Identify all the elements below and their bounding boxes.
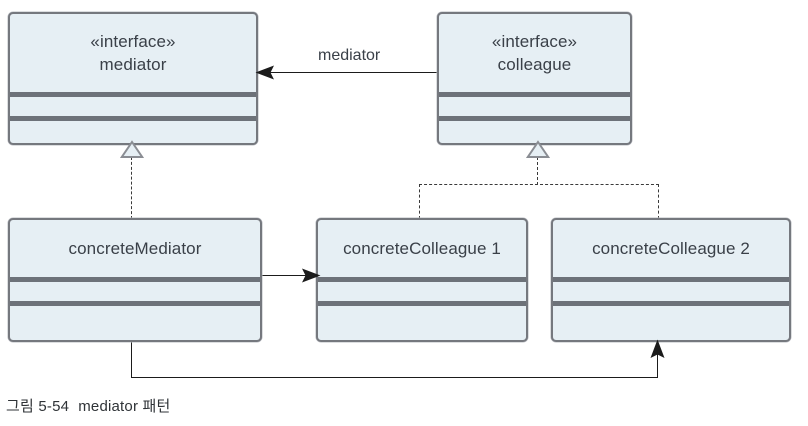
association-line-mediator-bottom-drop [131, 342, 132, 378]
arrowhead-left-mediator [255, 65, 274, 80]
edge-label-mediator: mediator [318, 47, 381, 64]
compartment-divider [439, 92, 630, 97]
class-name: mediator [99, 55, 167, 74]
arrowhead-right-concreteColleague1 [302, 268, 321, 283]
figure-title: mediator 패턴 [78, 398, 171, 415]
class-attributes-compartment [439, 97, 630, 116]
figure-caption: 그림 5-54 mediator 패턴 [6, 396, 171, 418]
class-box-concrete-colleague-2[interactable]: concreteColleague 2 [551, 218, 791, 342]
class-stereotype: «interface» [491, 32, 578, 51]
class-attributes-compartment [10, 97, 256, 116]
class-header-concrete-colleague-1: concreteColleague 1 [318, 220, 526, 277]
realization-line-concreteColleague1 [419, 184, 420, 219]
class-header-concrete-colleague-2: concreteColleague 2 [553, 220, 789, 277]
compartment-divider [553, 301, 789, 306]
class-attributes-compartment [318, 282, 526, 301]
compartment-divider [10, 301, 260, 306]
association-line-bottom-route [131, 377, 658, 378]
class-operations-compartment [10, 306, 260, 340]
class-name: concreteColleague 1 [343, 239, 501, 258]
class-attributes-compartment [553, 282, 789, 301]
figure-number: 그림 5-54 [6, 398, 70, 415]
class-box-concrete-mediator[interactable]: concreteMediator [8, 218, 262, 342]
compartment-divider [318, 277, 526, 282]
association-line-colleague2-rise [657, 352, 658, 378]
association-line-colleague-to-mediator [268, 72, 438, 73]
realization-triangle-mediator [120, 140, 144, 158]
class-box-colleague[interactable]: «interface» colleague [437, 12, 632, 145]
realization-line-colleague-stem [537, 157, 538, 185]
class-operations-compartment [318, 306, 526, 340]
class-header-colleague: «interface» colleague [439, 14, 630, 92]
compartment-divider [10, 116, 256, 121]
class-header-mediator: «interface» mediator [10, 14, 256, 92]
association-line-mediator-to-colleague1 [262, 275, 312, 276]
compartment-divider [318, 301, 526, 306]
compartment-divider [553, 277, 789, 282]
realization-line-concreteMediator [131, 157, 132, 219]
realization-line-concreteColleague2 [658, 184, 659, 219]
class-header-concrete-mediator: concreteMediator [10, 220, 260, 277]
realization-triangle-colleague [526, 140, 550, 158]
class-name: colleague [497, 55, 572, 74]
arrowhead-up-concreteColleague2 [650, 339, 665, 358]
class-name: concreteColleague 2 [592, 239, 750, 258]
class-name: concreteMediator [68, 239, 202, 258]
class-stereotype: «interface» [90, 32, 176, 51]
compartment-divider [10, 277, 260, 282]
class-operations-compartment [553, 306, 789, 340]
class-box-concrete-colleague-1[interactable]: concreteColleague 1 [316, 218, 528, 342]
compartment-divider [10, 92, 256, 97]
compartment-divider [439, 116, 630, 121]
class-box-mediator[interactable]: «interface» mediator [8, 12, 258, 145]
class-attributes-compartment [10, 282, 260, 301]
realization-line-colleague-bar [419, 184, 659, 185]
